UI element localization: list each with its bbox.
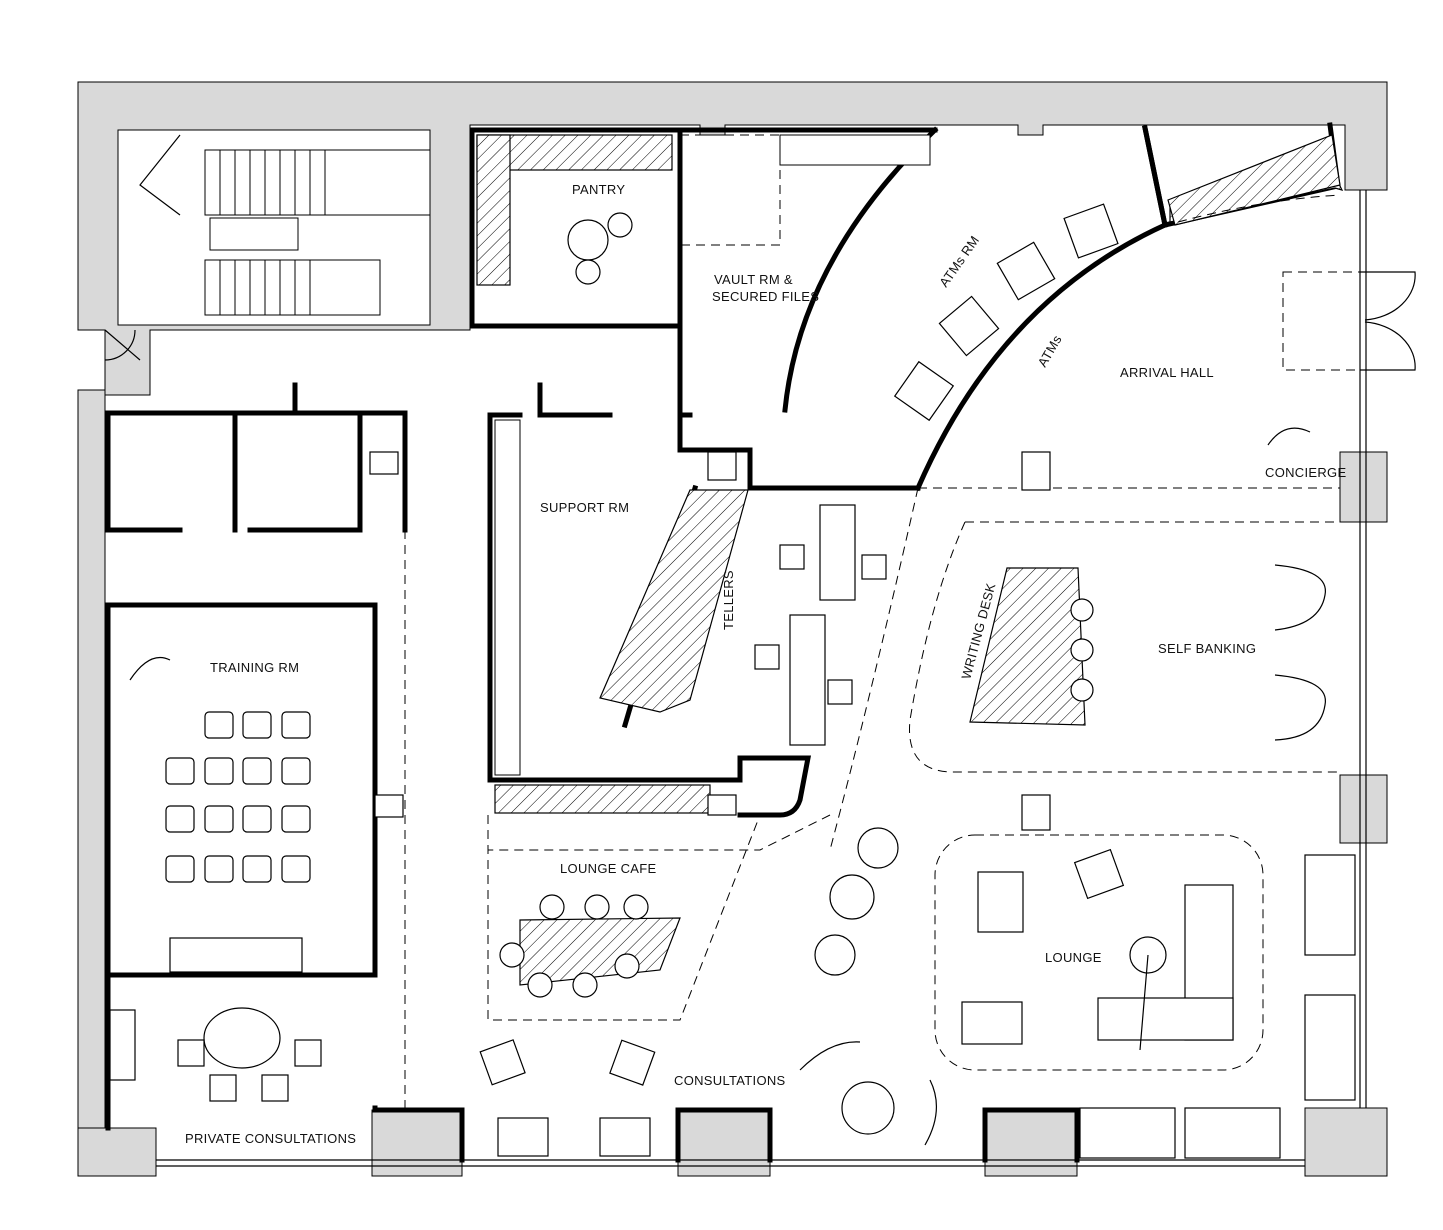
label-lounge: LOUNGE <box>1045 950 1102 965</box>
walls <box>105 122 1341 1163</box>
stairwell <box>104 129 431 361</box>
label-lounge-cafe: LOUNGE CAFE <box>560 861 657 876</box>
furniture <box>109 203 1356 1159</box>
label-concierge: CONCIERGE <box>1265 465 1346 480</box>
label-atms-rm: ATMs RM <box>936 233 982 290</box>
label-consultations: CONSULTATIONS <box>674 1073 786 1088</box>
label-training-rm: TRAINING RM <box>210 660 299 675</box>
label-self-banking: SELF BANKING <box>1158 641 1256 656</box>
zones <box>404 134 1416 1110</box>
label-private-consultations: PRIVATE CONSULTATIONS <box>185 1131 356 1146</box>
label-vault-line1: VAULT RM & <box>714 272 793 287</box>
label-tellers: TELLERS <box>721 570 736 630</box>
label-support-rm: SUPPORT RM <box>540 500 629 515</box>
writing-desk-table <box>969 567 1086 726</box>
label-arrival-hall: ARRIVAL HALL <box>1120 365 1214 380</box>
casework <box>476 134 1344 986</box>
label-atms: ATMs <box>1035 332 1065 369</box>
label-vault-line2: SECURED FILES <box>712 289 819 304</box>
label-pantry: PANTRY <box>572 182 625 197</box>
